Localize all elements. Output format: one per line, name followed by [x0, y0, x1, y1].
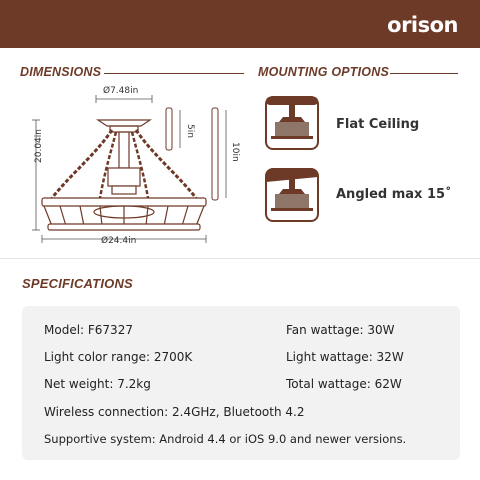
dimensions-title: DIMENSIONS: [20, 65, 102, 79]
overall-height-label: 20.04in: [34, 129, 44, 163]
spec-fan-wattage: Fan wattage: 30W: [286, 323, 395, 337]
mounting-title: MOUNTING OPTIONS: [258, 65, 389, 79]
fan-dimension-drawing: [32, 95, 227, 243]
body-diameter-label: Ø24.4in: [101, 236, 137, 246]
downrod-short-label: 5in: [185, 124, 195, 138]
canopy-diameter-label: Ø7.48in: [103, 86, 139, 96]
flat-ceiling-icon: [265, 96, 319, 150]
dimensions-rule: [104, 73, 244, 74]
spec-total-wattage: Total wattage: 62W: [286, 377, 402, 391]
downrod-long-label: 10in: [230, 142, 240, 162]
flat-ceiling-label: Flat Ceiling: [336, 117, 420, 132]
specifications-panel: [22, 306, 460, 460]
angled-ceiling-icon: [265, 168, 319, 222]
brand-logo: orison: [387, 13, 458, 37]
angled-ceiling-label: Angled max 15˚: [336, 187, 452, 202]
section-divider: [0, 258, 480, 259]
specifications-title: SPECIFICATIONS: [22, 276, 133, 291]
spec-wireless: Wireless connection: 2.4GHz, Bluetooth 4…: [44, 405, 305, 419]
mounting-rule: [390, 73, 458, 74]
spec-light-color: Light color range: 2700K: [44, 350, 193, 364]
spec-light-wattage: Light wattage: 32W: [286, 350, 404, 364]
header-bar: orison: [0, 0, 480, 48]
spec-system: Supportive system: Android 4.4 or iOS 9.…: [44, 432, 407, 446]
spec-net-weight: Net weight: 7.2kg: [44, 377, 151, 391]
spec-model: Model: F67327: [44, 323, 133, 337]
